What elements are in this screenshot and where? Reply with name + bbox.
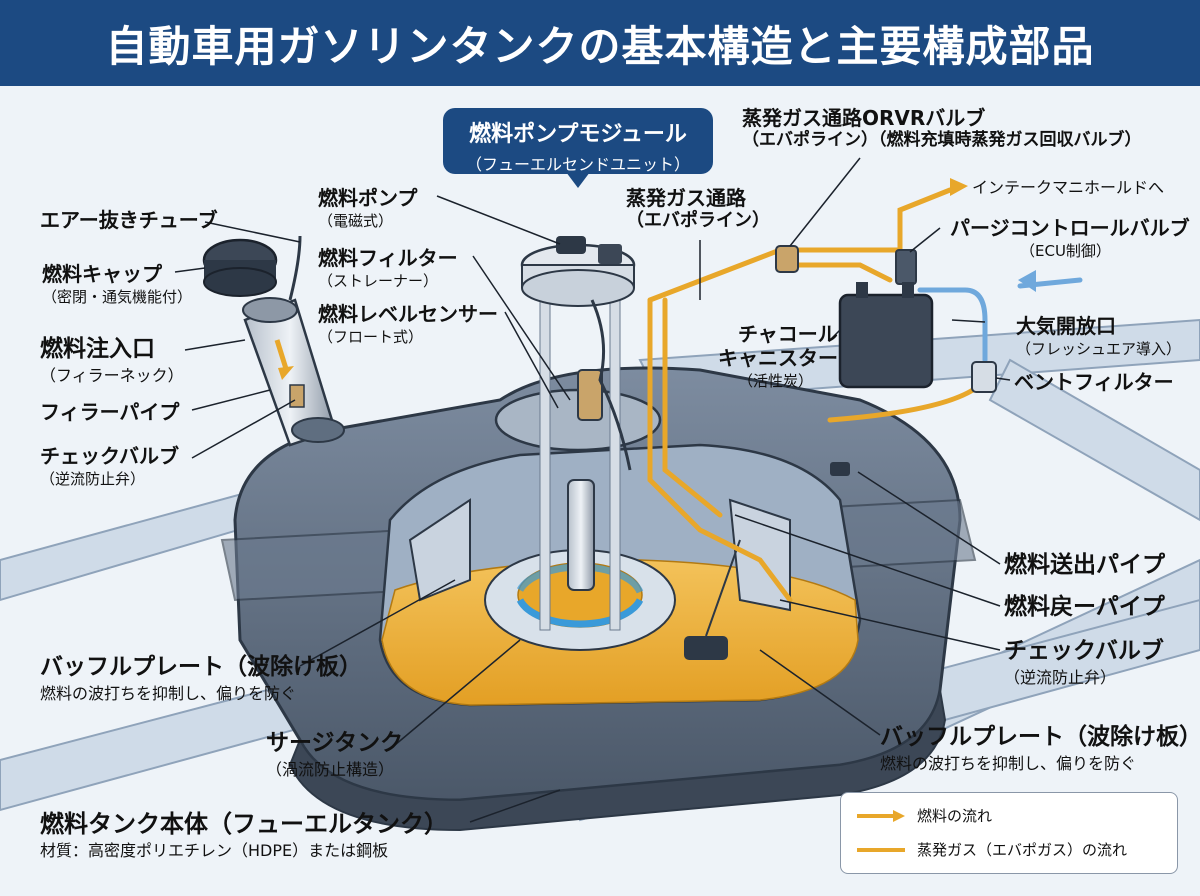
label-intake-main: インテークマニホールドへ bbox=[972, 178, 1165, 197]
label-baffle-left-sub: 燃料の波打ちを抑制し、偏りを防ぐ bbox=[40, 683, 297, 703]
label-canister-sub: （活性炭） bbox=[738, 372, 814, 390]
label-check-valve-left-main: チェックバルブ bbox=[40, 444, 179, 468]
label-atmos-main: 大気開放口 bbox=[1016, 314, 1116, 338]
label-filler-neck-main: 燃料注入口 bbox=[40, 336, 155, 362]
label-level-sensor-sub: （フロート式） bbox=[318, 328, 424, 346]
label-fuel-pump-main: 燃料ポンプ bbox=[318, 186, 418, 210]
legend-evap-flow-label: 蒸発ガス（エバポガス）の流れ bbox=[917, 841, 1128, 859]
vent-filter-part bbox=[971, 361, 997, 393]
label-filler-neck-sub: （フィラーネック） bbox=[40, 365, 184, 385]
page-title: 自動車用ガソリンタンクの基本構造と主要構成部品 bbox=[105, 21, 1095, 71]
label-fuel-filter-main: 燃料フィルター bbox=[318, 246, 458, 270]
pump-module bbox=[494, 236, 662, 631]
orvr-valve bbox=[775, 245, 799, 273]
label-check-valve-right-sub: （逆流防止弁） bbox=[1004, 667, 1117, 687]
label-fuel-cap: 燃料キャップ （密閉・通気機能付） bbox=[42, 262, 192, 306]
label-orvr-main: 蒸発ガス通路ORVRバルブ bbox=[742, 106, 986, 130]
label-baffle-right-sub: 燃料の波打ちを抑制し、偏りを防ぐ bbox=[880, 753, 1137, 773]
legend-evap-line-icon bbox=[857, 847, 905, 852]
label-feed-pipe: 燃料送出パイプ bbox=[1004, 552, 1165, 580]
label-fuel-pump-sub: （電磁式） bbox=[318, 212, 394, 230]
label-air-tube: エアー抜きチューブ bbox=[40, 208, 218, 232]
label-canister-main2: キャニスター bbox=[718, 346, 838, 370]
callout-sub: （フューエルセンドユニット） bbox=[465, 155, 690, 174]
fresh-air-arrow bbox=[1018, 270, 1036, 292]
legend: 燃料の流れ 蒸発ガス（エバポガス）の流れ bbox=[840, 792, 1178, 874]
label-evap-line: 蒸発ガス通路 （エバポライン） bbox=[626, 186, 770, 232]
label-purge: パージコントロールバルブ （ECU制御） bbox=[950, 216, 1190, 260]
label-fuel-cap-main: 燃料キャップ bbox=[42, 262, 162, 286]
title-bar: 自動車用ガソリンタンクの基本構造と主要構成部品 bbox=[0, 0, 1200, 86]
label-filler-neck: 燃料注入口 （フィラーネック） bbox=[40, 336, 184, 385]
label-baffle-left-main: バッフルプレート（波除け板） bbox=[40, 654, 362, 680]
label-check-valve-left-sub: （逆流防止弁） bbox=[40, 470, 146, 488]
pump-module-callout: 燃料ポンプモジュール （フューエルセンドユニット） bbox=[443, 108, 713, 174]
label-tank-body-sub: 材質：高密度ポリエチレン（HDPE）または鋼板 bbox=[40, 840, 389, 860]
label-fuel-pump: 燃料ポンプ （電磁式） bbox=[318, 186, 417, 230]
legend-evap-flow: 蒸発ガス（エバポガス）の流れ bbox=[855, 839, 1127, 860]
legend-fuel-arrow-icon bbox=[857, 809, 905, 822]
label-fuel-filter: 燃料フィルター （ストレーナー） bbox=[318, 246, 458, 290]
label-evap-line-sub: （エバポライン） bbox=[626, 210, 770, 231]
label-evap-line-main: 蒸発ガス通路 bbox=[626, 186, 746, 210]
tank-illustration bbox=[0, 157, 1200, 832]
label-atmos: 大気開放口 （フレッシュエア導入） bbox=[1016, 314, 1181, 358]
charcoal-canister bbox=[838, 282, 934, 389]
label-surge-tank-sub: （渦流防止構造） bbox=[266, 759, 395, 779]
legend-fuel-flow-label: 燃料の流れ bbox=[917, 807, 993, 825]
label-canister-main: チャコール bbox=[738, 322, 838, 346]
label-baffle-left: バッフルプレート（波除け板） 燃料の波打ちを抑制し、偏りを防ぐ bbox=[40, 654, 362, 703]
label-return-pipe: 燃料戻ーパイプ bbox=[1004, 594, 1165, 622]
label-filler-pipe-main: フィラーパイプ bbox=[40, 400, 180, 424]
callout-main: 燃料ポンプモジュール bbox=[469, 122, 687, 147]
label-purge-main: パージコントロールバルブ bbox=[950, 216, 1190, 240]
label-purge-sub: （ECU制御） bbox=[1020, 242, 1111, 260]
label-level-sensor: 燃料レベルセンサー （フロート式） bbox=[318, 302, 498, 346]
label-air-tube-main: エアー抜きチューブ bbox=[40, 208, 218, 232]
label-baffle-right: バッフルプレート（波除け板） 燃料の波打ちを抑制し、偏りを防ぐ bbox=[880, 724, 1200, 773]
label-return-pipe-main: 燃料戻ーパイプ bbox=[1004, 594, 1165, 620]
label-fuel-filter-sub: （ストレーナー） bbox=[318, 272, 439, 290]
label-fuel-cap-sub: （密閉・通気機能付） bbox=[42, 288, 193, 306]
label-filler-pipe: フィラーパイプ bbox=[40, 400, 179, 424]
label-check-valve-right: チェックバルブ （逆流防止弁） bbox=[1004, 638, 1164, 687]
label-orvr-sub: （エバポライン）（燃料充填時蒸発ガス回収バルブ） bbox=[742, 130, 1142, 150]
label-check-valve-right-main: チェックバルブ bbox=[1004, 638, 1164, 664]
label-vent-filter: ベントフィルター bbox=[1014, 370, 1174, 394]
label-orvr: 蒸発ガス通路ORVRバルブ （エバポライン）（燃料充填時蒸発ガス回収バルブ） bbox=[742, 106, 1142, 150]
label-feed-pipe-main: 燃料送出パイプ bbox=[1004, 552, 1165, 578]
callout-pointer bbox=[566, 172, 590, 188]
label-tank-body-main: 燃料タンク本体（フューエルタンク） bbox=[40, 810, 448, 838]
label-check-valve-left: チェックバルブ （逆流防止弁） bbox=[40, 444, 179, 488]
label-level-sensor-main: 燃料レベルセンサー bbox=[318, 302, 498, 326]
label-vent-filter-main: ベントフィルター bbox=[1014, 370, 1174, 394]
right-check-valve-part bbox=[830, 462, 850, 476]
label-intake: インテークマニホールドへ bbox=[972, 176, 1164, 197]
label-canister: チャコール キャニスター （活性炭） bbox=[718, 322, 838, 390]
leader-lines bbox=[174, 157, 1011, 823]
filler-assembly bbox=[202, 235, 345, 447]
label-baffle-right-main: バッフルプレート（波除け板） bbox=[880, 724, 1200, 750]
legend-fuel-flow: 燃料の流れ bbox=[855, 805, 992, 826]
label-atmos-sub: （フレッシュエア導入） bbox=[1016, 340, 1182, 358]
label-surge-tank-main: サージタンク bbox=[266, 730, 404, 756]
intake-arrow bbox=[950, 178, 968, 196]
label-surge-tank: サージタンク （渦流防止構造） bbox=[266, 730, 403, 779]
purge-valve bbox=[895, 249, 917, 285]
label-tank-body: 燃料タンク本体（フューエルタンク） 材質：高密度ポリエチレン（HDPE）または鋼… bbox=[40, 810, 448, 860]
